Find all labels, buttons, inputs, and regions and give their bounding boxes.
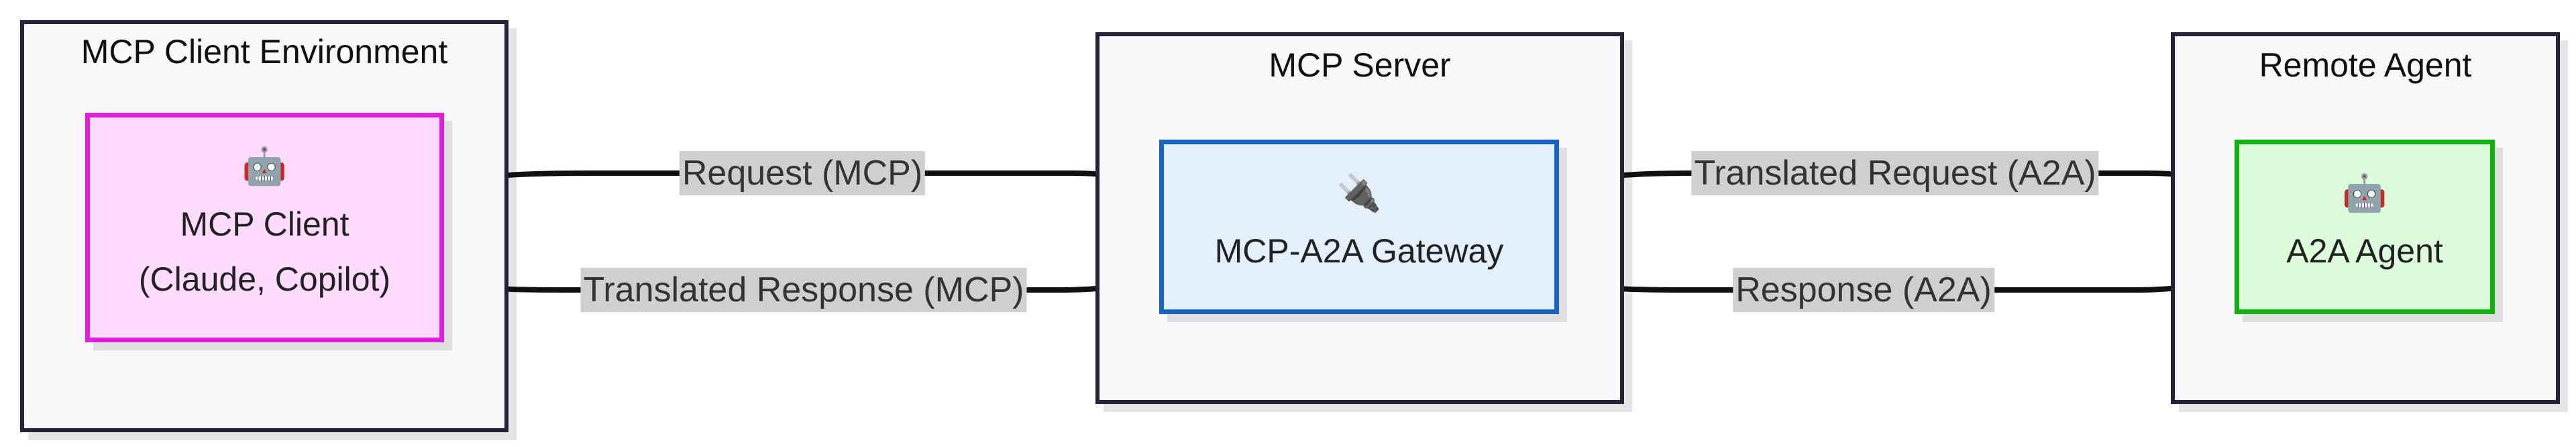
cluster-title: MCP Server: [1269, 46, 1451, 84]
edge-label-response-a2a: Response (A2A): [1733, 268, 1994, 312]
edge-label-translated-request-a2a: Translated Request (A2A): [1691, 151, 2099, 195]
robot-icon: 🤖: [2342, 172, 2387, 214]
robot-icon: 🤖: [241, 145, 288, 187]
plug-icon: 🔌: [1336, 172, 1382, 214]
edge-label-request-mcp: Request (MCP): [679, 151, 926, 195]
node-label: MCP Client: [180, 205, 350, 243]
node-label: MCP-A2A Gateway: [1214, 232, 1504, 270]
mcp-a2a-gateway-node[interactable]: 🔌 MCP-A2A Gateway: [1159, 140, 1559, 314]
node-label: A2A Agent: [2286, 232, 2443, 270]
edge-label-translated-response-mcp: Translated Response (MCP): [580, 268, 1027, 312]
cluster-title: MCP Client Environment: [80, 33, 448, 70]
a2a-agent-node[interactable]: 🤖 A2A Agent: [2235, 140, 2495, 314]
node-sublabel: (Claude, Copilot): [138, 260, 391, 298]
mcp-client-node[interactable]: 🤖 MCP Client (Claude, Copilot): [85, 113, 444, 342]
cluster-title: Remote Agent: [2259, 46, 2472, 84]
